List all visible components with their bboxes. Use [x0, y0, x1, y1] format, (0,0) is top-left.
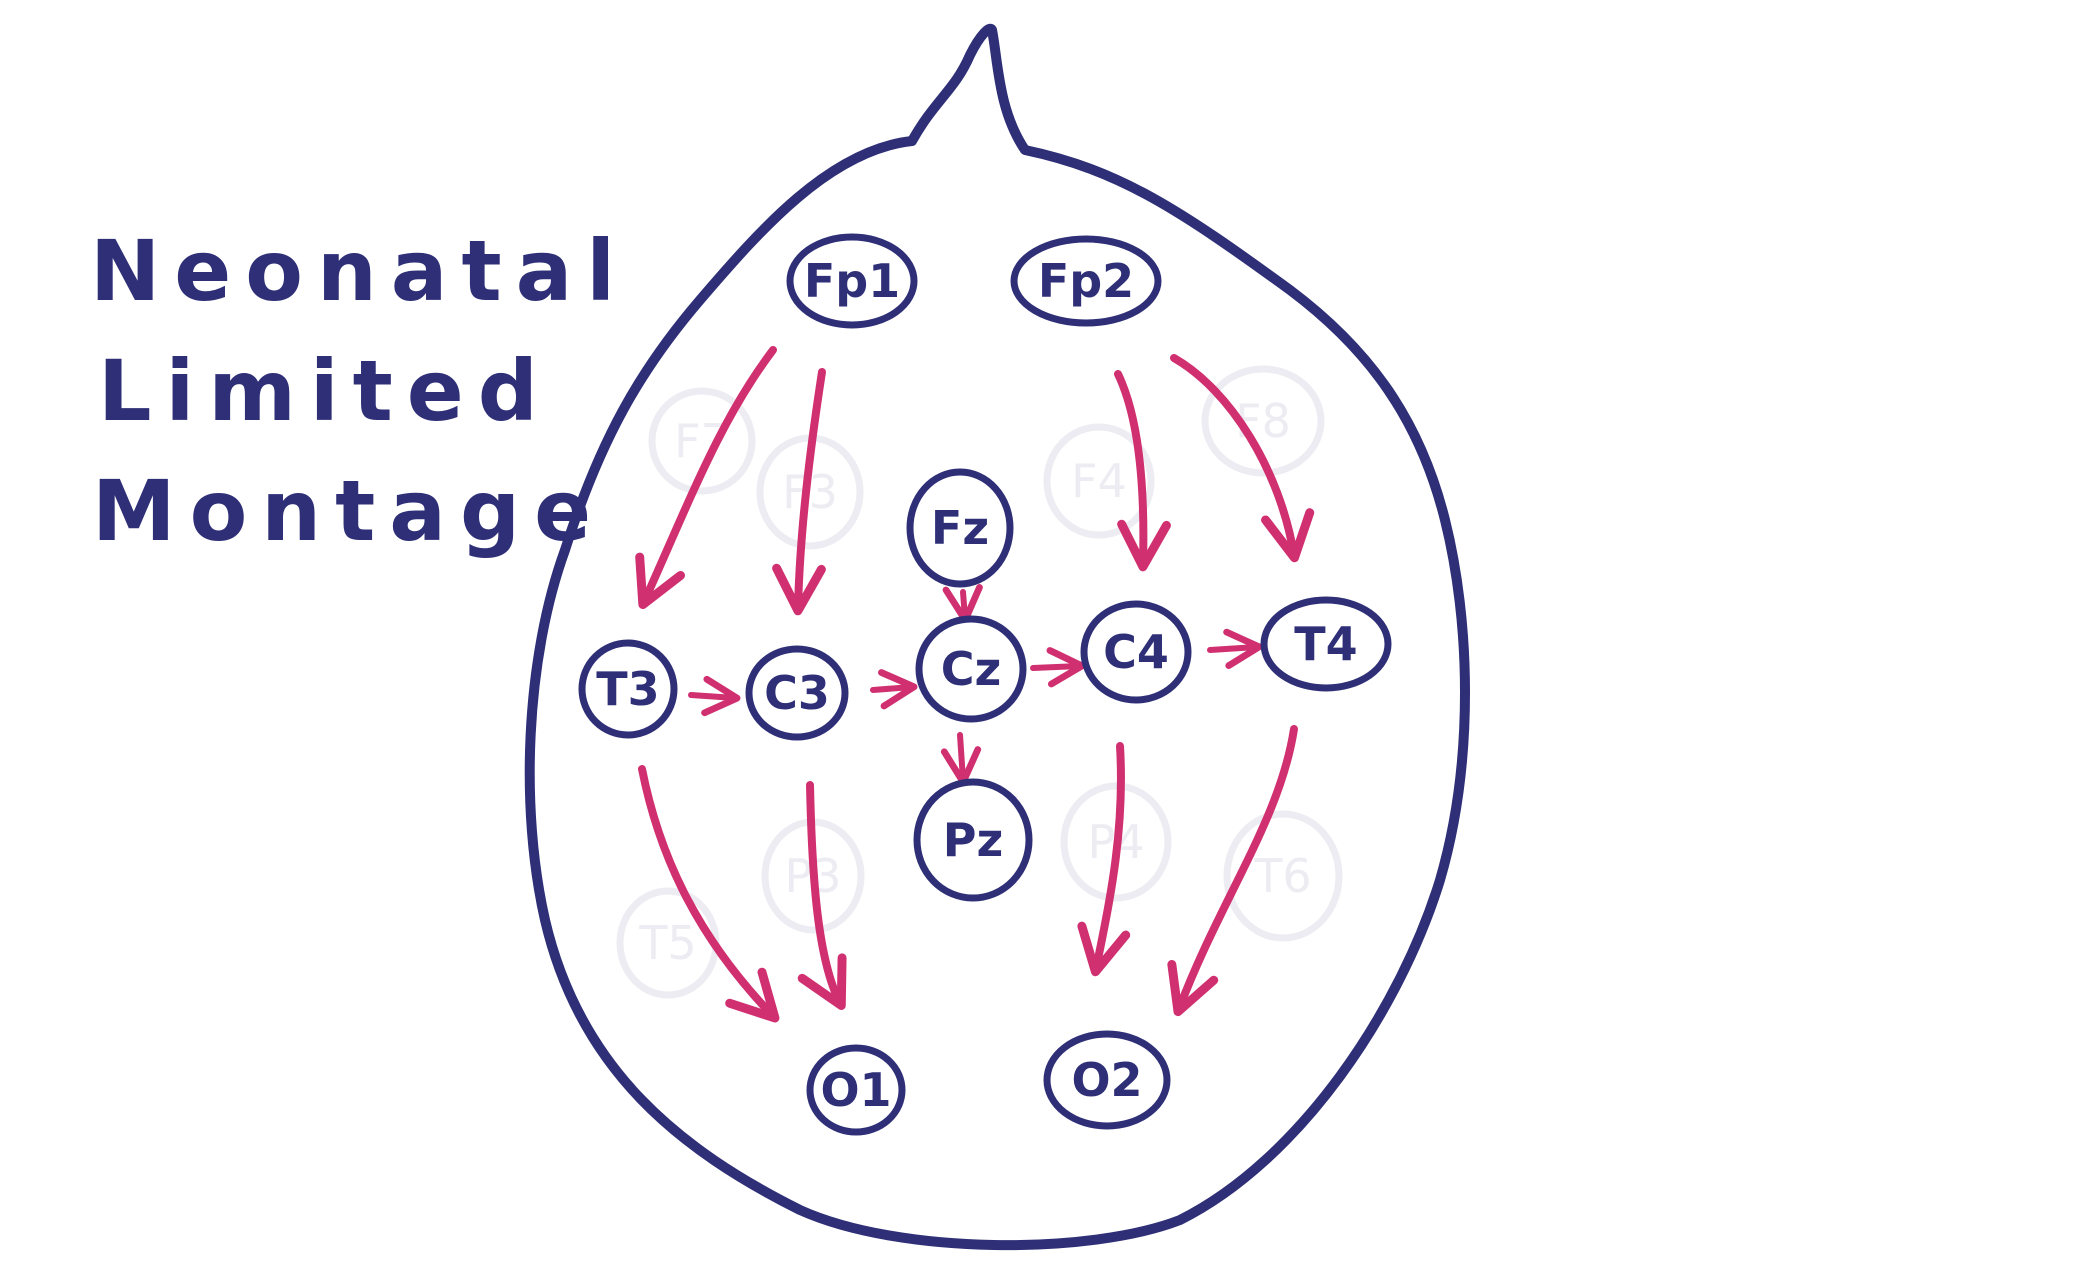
electrode-circle: [1060, 782, 1172, 902]
electrode-circle: [1043, 1030, 1171, 1130]
arrow-c4-to-t4: [1207, 628, 1263, 669]
omitted-electrode-f8: F8: [1201, 365, 1325, 477]
arrow-t3-to-c3: [688, 675, 741, 717]
electrode-c3: C3: [745, 645, 849, 741]
omitted-electrode-label: T5: [638, 916, 696, 970]
electrode-pz: Pz: [913, 778, 1033, 902]
electrode-c4: C4: [1080, 600, 1192, 704]
omitted-electrode-label: F8: [1235, 394, 1291, 448]
omitted-electrode-t6: T6: [1223, 810, 1343, 942]
arrow-t3-to-o1: [638, 765, 780, 1023]
title-line-1: Neonatal: [90, 222, 629, 320]
omitted-electrode-label: T6: [1253, 849, 1311, 903]
electrode-fp2: Fp2: [1010, 235, 1162, 327]
omitted-electrode-f7: F7: [648, 387, 756, 495]
electrode-circle: [1043, 423, 1155, 539]
arrow-fp2-to-t4: [1170, 354, 1315, 563]
electrode-circle: [906, 468, 1014, 588]
omitted-electrode-f4: F4: [1043, 423, 1155, 539]
electrode-o2: O2: [1043, 1030, 1171, 1130]
omitted-electrode-label: F4: [1071, 454, 1127, 508]
electrode-label: Fp2: [1038, 254, 1134, 308]
electrode-label: T4: [1294, 617, 1357, 671]
electrode-circle: [745, 645, 849, 741]
arrow-fp1-to-t3: [635, 346, 777, 610]
electrode-circle: [786, 233, 918, 329]
arrow-t4-to-o2: [1167, 725, 1298, 1017]
omitted-electrode-t5: T5: [616, 887, 720, 999]
electrode-fz: Fz: [906, 468, 1014, 588]
electrode-circle: [913, 778, 1033, 902]
electrode-fp1: Fp1: [786, 233, 918, 329]
electrode-circle: [1223, 810, 1343, 942]
arrow-fp2-to-c4: [1114, 370, 1171, 572]
electrode-circle: [648, 387, 756, 495]
electrode-label: Fz: [931, 501, 989, 555]
arrow-fz-to-cz: [942, 584, 983, 624]
electrode-label: C3: [764, 666, 830, 720]
arrow-c3-to-o1: [797, 781, 847, 1010]
electrode-label: C4: [1103, 625, 1169, 679]
diagram-title: Neonatal Limited Montage: [90, 222, 629, 560]
electrode-circle: [1010, 235, 1162, 327]
head-outline: [524, 23, 1470, 1251]
electrode-label: T3: [596, 662, 659, 716]
electrode-label: Cz: [941, 642, 1002, 696]
title-line-2: Limited: [98, 342, 552, 440]
electrode-circle: [1080, 600, 1192, 704]
electrode-circle: [1260, 596, 1392, 692]
electrode-circle: [806, 1044, 906, 1136]
arrow-cz-to-pz: [940, 732, 982, 786]
electrode-cz: Cz: [915, 615, 1027, 723]
electrode-label: Pz: [943, 813, 1004, 867]
arrow-c4-to-o2: [1077, 742, 1131, 977]
electrode-circle: [915, 615, 1027, 723]
arrow-cz-to-c4: [1030, 647, 1086, 688]
connections: [635, 346, 1315, 1023]
electrode-label: Fp1: [804, 254, 900, 308]
electrode-t4: T4: [1260, 596, 1392, 692]
electrode-label: O2: [1071, 1053, 1142, 1107]
electrode-o1: O1: [806, 1044, 906, 1136]
electrode-circle: [1201, 365, 1325, 477]
electrode-circle: [578, 639, 678, 739]
title-line-3: Montage: [92, 462, 605, 560]
electrode-label: O1: [820, 1063, 891, 1117]
arrow-c3-to-cz: [870, 669, 918, 710]
electrode-t3: T3: [578, 639, 678, 739]
arrow-fp1-to-c3: [772, 368, 826, 616]
